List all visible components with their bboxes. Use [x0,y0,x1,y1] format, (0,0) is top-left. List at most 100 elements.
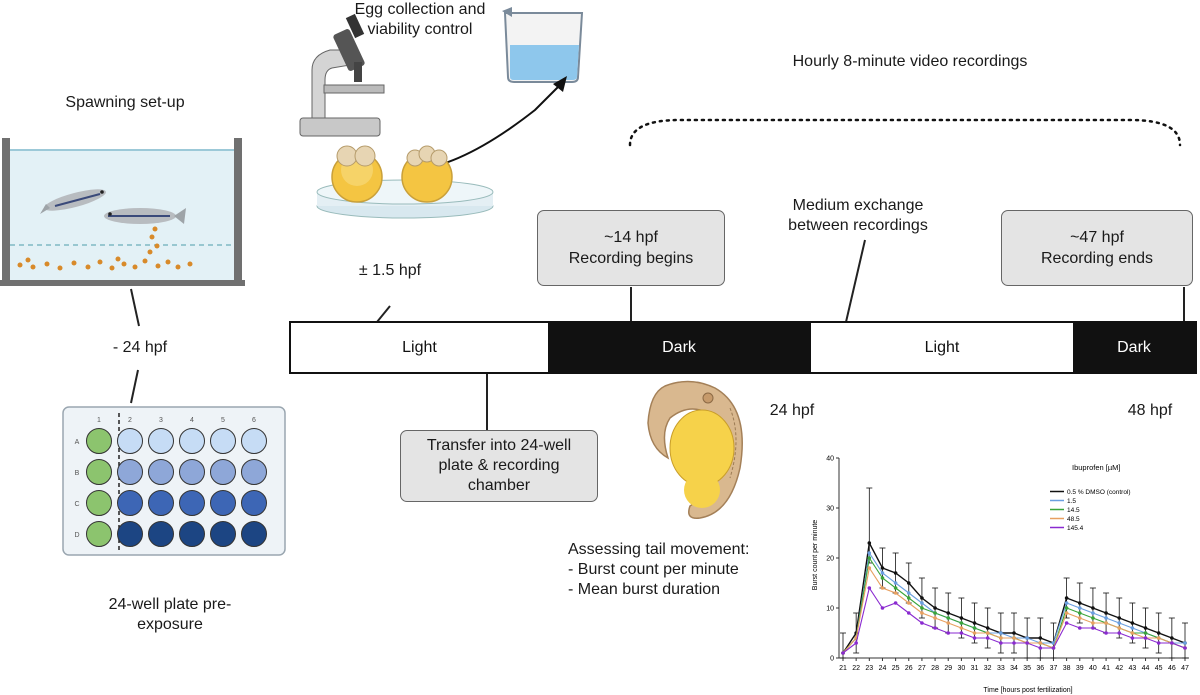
chart-data-point [1091,616,1095,620]
plate-well [117,490,143,516]
plate-column-label: 1 [97,417,101,424]
chart-legend-entry: 145.4 [1067,525,1084,532]
chart-x-tick-label: 35 [1023,665,1031,672]
chart-data-point [1077,616,1082,620]
chart-data-point [1077,601,1082,605]
zebrafish-1 [40,189,106,214]
plate-column-label: 2 [128,417,132,424]
plate-well [86,428,112,454]
connector-tank-to-24hpf [130,288,140,404]
chart-data-point [893,591,898,595]
chart-data-point [1038,646,1043,650]
medium-exchange-line2: between recordings [788,217,928,234]
recording-begins-line1: ~14 hpf [604,229,658,246]
chart-data-point [1064,611,1069,615]
chart-data-point [1077,626,1082,630]
chart-x-tick-label: 39 [1076,665,1084,672]
chart-data-point [972,636,977,640]
chart-data-point [880,566,885,570]
chart-legend-title: Ibuprofen [µM] [1072,463,1121,472]
plate-well [241,459,267,485]
chart-data-point [1025,636,1029,640]
chart-data-point [920,601,924,605]
medium-exchange-label: Medium exchange between recordings [758,196,958,236]
chart-data-point [854,641,858,645]
plate-label-line1: 24-well plate pre- [108,596,232,613]
chart-data-point [999,641,1003,645]
chart-data-point [920,621,924,625]
chart-data-point [1064,601,1069,605]
chart-y-tick-label: 0 [830,656,834,663]
chart-x-tick-label: 32 [984,665,992,672]
chart-x-tick-label: 36 [1036,665,1044,672]
chart-data-point [1104,621,1108,625]
chart-data-point [1156,631,1161,635]
chart-data-point [867,556,872,560]
egg-collection-line2: viability control [367,21,473,38]
chart-data-point [1156,641,1161,645]
chart-data-point [1104,631,1108,635]
medium-exchange-line1: Medium exchange [792,197,924,214]
chart-x-tick-label: 38 [1063,665,1071,672]
recording-period-bracket [628,118,1182,147]
chart-data-point [1012,636,1016,640]
chart-data-point [1130,631,1135,635]
chart-data-point [959,621,964,625]
chart-data-point [946,631,951,635]
chart-data-point [959,626,964,630]
chart-data-point [985,626,990,630]
chart-x-tick-label: 45 [1155,665,1163,672]
hourly-recordings-label: Hourly 8-minute video recordings [792,53,1028,70]
chart-data-point [1130,621,1135,625]
chart-data-point [1104,611,1108,615]
chart-data-point [1117,631,1122,635]
chart-data-point [1143,626,1148,630]
chart-data-point [1025,641,1029,645]
chart-x-tick-label: 31 [971,665,979,672]
chart-y-tick-label: 20 [826,556,834,563]
chart-data-point [959,631,964,635]
plate-column-label: 4 [190,417,194,424]
chart-data-point [880,606,885,610]
chart-data-point [1091,626,1095,630]
chart-x-tick-label: 21 [839,665,847,672]
chart-data-point [1064,606,1069,610]
chart-data-point [933,616,937,620]
recording-begins-box: ~14 hpf Recording begins [537,210,725,286]
timeline-segment-dark-1: Dark [548,323,810,372]
chart-data-point [946,611,951,615]
eggs [17,226,193,271]
plate-well [241,521,267,547]
plate-well [210,428,236,454]
chart-x-tick-label: 34 [1010,665,1018,672]
chart-data-point [959,616,964,620]
zebrafish-2 [104,208,186,224]
plate-well [148,521,174,547]
chart-data-point [867,586,872,590]
chart-data-point [972,621,977,625]
chart-data-point [1051,646,1056,650]
timeline-segment-dark-2: Dark [1073,323,1195,372]
hpf-48-label: 48 hpf [1127,402,1173,419]
chart-data-point [1064,621,1069,625]
plate-well [210,459,236,485]
chart-data-point [933,606,937,610]
chart-data-point [999,631,1003,635]
plate-well [86,490,112,516]
chart-data-point [1091,611,1095,615]
chart-data-point [893,581,898,585]
egg-collection-label: Egg collection and viability control [330,0,510,40]
plate-well [241,490,267,516]
chart-data-point [1130,636,1135,640]
timeline-segment-light-1: Light [291,323,548,372]
plate-well [86,459,112,485]
chart-x-tick-label: 28 [931,665,939,672]
chart-data-point [906,601,911,605]
plate-row-label: B [75,470,80,477]
chart-data-point [920,611,924,615]
chart-data-point [933,626,937,630]
chart-data-point [893,586,898,590]
chart-data-point [867,566,872,570]
chart-data-point [1170,636,1174,640]
